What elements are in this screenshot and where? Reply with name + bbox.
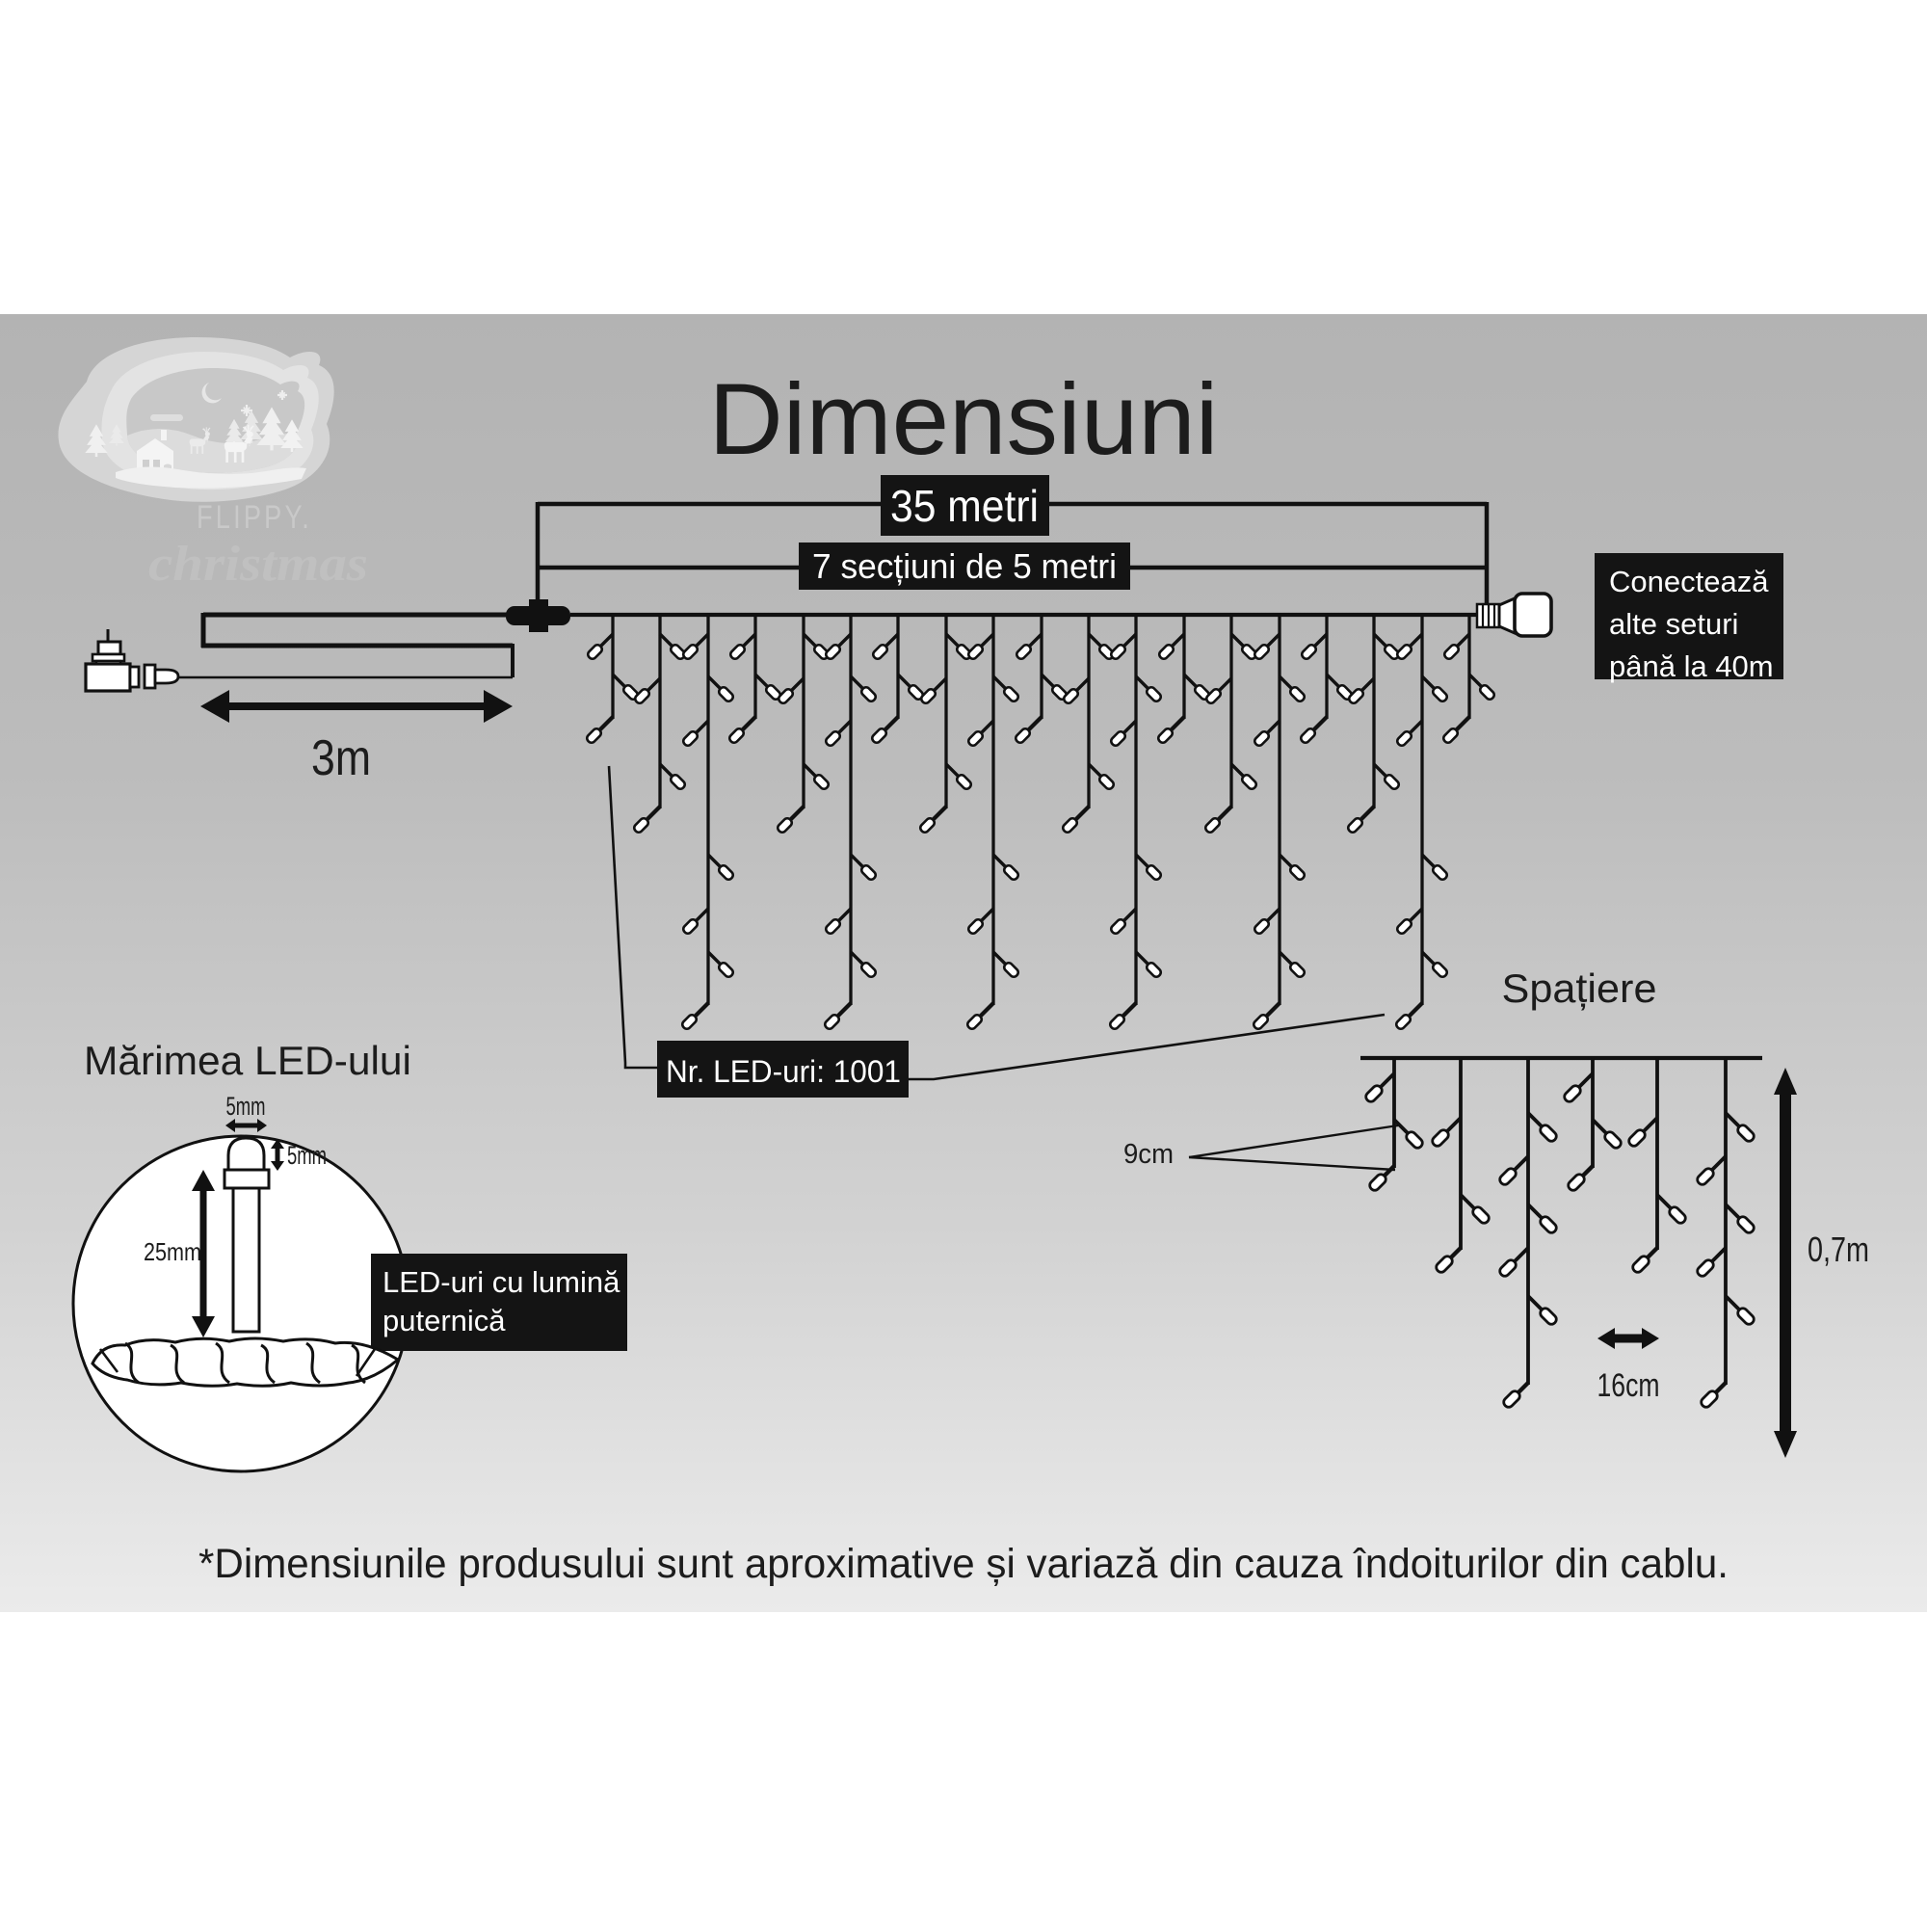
svg-text:alte seturi: alte seturi [1609,607,1738,641]
svg-text:Spațiere: Spațiere [1502,966,1657,1011]
svg-text:Dimensiuni: Dimensiuni [709,363,1219,476]
svg-text:christmas: christmas [148,537,368,592]
svg-text:până la 40m: până la 40m [1609,649,1774,683]
svg-text:3m: 3m [311,730,371,786]
svg-text:FLIPPY.: FLIPPY. [197,499,312,536]
svg-text:Conectează: Conectează [1609,565,1769,598]
svg-text:*Dimensiunile produsului sunt: *Dimensiunile produsului sunt aproximati… [198,1541,1729,1587]
svg-text:35 metri: 35 metri [890,481,1039,531]
svg-text:puternică: puternică [383,1304,506,1337]
svg-text:Mărimea LED-ului: Mărimea LED-ului [84,1038,411,1083]
svg-text:5mm: 5mm [287,1141,327,1170]
svg-text:Nr. LED-uri: 1001: Nr. LED-uri: 1001 [666,1054,901,1089]
svg-text:9cm: 9cm [1123,1139,1174,1170]
svg-text:25mm: 25mm [144,1237,201,1266]
svg-text:LED-uri cu lumină: LED-uri cu lumină [383,1265,620,1299]
svg-text:16cm: 16cm [1597,1367,1660,1404]
svg-text:7 secțiuni de 5 metri: 7 secțiuni de 5 metri [812,546,1117,586]
svg-text:0,7m: 0,7m [1808,1230,1869,1269]
svg-text:5mm: 5mm [226,1092,266,1121]
